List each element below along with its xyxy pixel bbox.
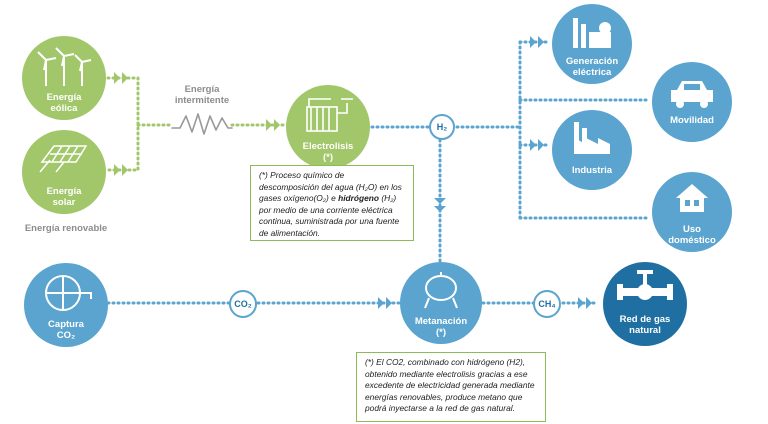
intermittent-energy-caption: Energía intermitente — [174, 84, 230, 106]
wind-energy-label: Energía eólica — [46, 92, 82, 114]
blue-arrowheads — [378, 36, 592, 309]
industry-node: Industria — [552, 110, 632, 190]
wind-energy-node: Energía eólica — [22, 36, 106, 120]
ch4-badge: CH₄ — [533, 290, 561, 318]
car-icon — [669, 78, 715, 113]
methanation-node: Metanación (*) — [400, 262, 482, 344]
capture-sphere-icon — [37, 271, 95, 322]
wind-turbine-icon — [34, 46, 94, 91]
solar-panel-icon — [36, 140, 92, 179]
renewable-energy-caption: Energía renovable — [24, 223, 108, 234]
co2-badge: CO₂ — [229, 290, 257, 318]
natural-gas-grid-label: Red de gas natural — [619, 314, 671, 336]
electrolysis-node: Electrolisis (*) — [286, 85, 370, 169]
natural-gas-grid-node: Red de gas natural — [603, 262, 687, 346]
mobility-label: Movilidad — [670, 115, 714, 126]
power-generation-label: Generación eléctrica — [565, 56, 619, 78]
solar-energy-label: Energía solar — [46, 186, 82, 208]
methanation-label: Metanación (*) — [414, 316, 468, 338]
factory-icon — [570, 120, 614, 159]
co2-capture-node: Captura CO₂ — [24, 263, 108, 347]
intermittent-wave-icon — [171, 113, 233, 135]
methanation-tank-icon — [419, 270, 463, 315]
mobility-node: Movilidad — [652, 62, 732, 142]
power-generation-node: Generación eléctrica — [552, 4, 632, 84]
solar-energy-node: Energía solar — [22, 130, 106, 214]
electrolysis-note: (*) Proceso químico de descomposición de… — [250, 165, 414, 241]
industry-label: Industria — [571, 165, 613, 176]
gas-valve-icon — [615, 266, 675, 311]
domestic-use-label: Uso doméstico — [668, 224, 716, 246]
house-icon — [674, 182, 710, 217]
electrolyzer-icon — [301, 95, 355, 140]
electrolysis-label: Electrolisis (*) — [302, 141, 354, 163]
h2-badge: H₂ — [429, 114, 455, 140]
methanation-note: (*) El CO2, combinado con hidrógeno (H2)… — [356, 352, 546, 422]
green-arrowheads — [114, 72, 280, 176]
co2-capture-label: Captura CO₂ — [48, 319, 84, 341]
domestic-use-node: Uso doméstico — [652, 172, 732, 252]
power-plant-icon — [569, 14, 615, 55]
